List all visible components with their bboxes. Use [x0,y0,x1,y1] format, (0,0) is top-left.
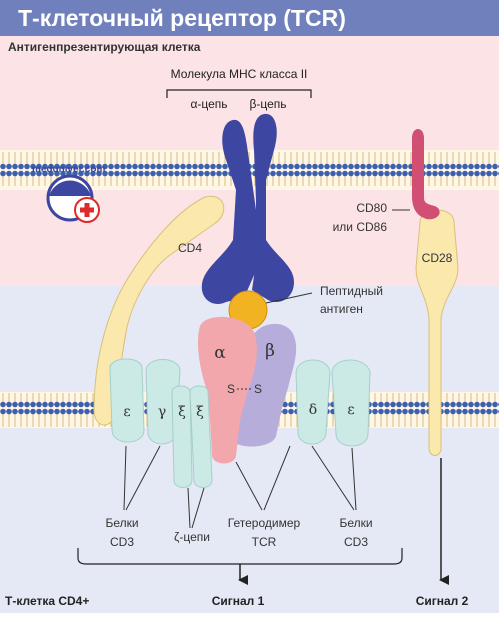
mhc-label: Молекула МНС класса II [171,67,308,81]
peptide-label-2: антиген [320,302,363,316]
signal2-label: Сигнал 2 [416,594,469,608]
mhc-bracket [166,89,312,98]
disulfide-s-right: S [254,382,262,396]
zeta-chain-2 [189,385,213,488]
cd3-right-label-2: CD3 [344,535,368,549]
cd3-epsilon-right [331,359,371,447]
cd3-delta [295,359,331,445]
cd3-right-label-1: Белки [339,516,372,530]
apc-label: Антигенпрезентирующая клетка [8,40,201,54]
tcell-label: Т-клетка CD4+ [5,594,89,608]
mhc-beta-chain [252,113,294,302]
peptide-leader [265,292,313,304]
peptide-label-1: Пептидный [320,284,383,298]
zeta-chain-1 [171,385,193,488]
cd3-left-label-1: Белки [105,516,138,530]
watermark-logo [46,174,100,223]
mhc-alpha-chain [201,119,261,304]
title-bar [0,0,499,36]
tcr-beta-label: β [265,341,275,361]
cd80-molecule [412,129,440,220]
cd3-left-label-2: CD3 [110,535,134,549]
cd4-label: CD4 [178,241,202,255]
bottom-leaders [123,445,357,529]
beta-chain-label: β-цепь [249,97,286,111]
tcr-beta [228,323,297,447]
zeta-chains-label: ζ-цепи [174,530,210,544]
epsilon-left-label: ε [123,404,130,420]
tcr-heterodimer-label-2: TCR [252,535,277,549]
alpha-chain-label: α-цепь [190,97,227,111]
tcr-alpha-label: α [214,343,226,363]
cd28-molecule [415,209,459,456]
cd28-label: CD28 [422,251,453,265]
cd80-label-2: или CD86 [333,220,388,234]
gamma-label: γ [158,404,166,420]
zeta-label-1: ξ [178,404,186,420]
cd3-epsilon-left [109,358,145,443]
epsilon-right-label: ε [347,402,354,418]
zeta-label-2: ξ [196,404,204,420]
tcr-heterodimer-label-1: Гетеродимер [228,516,301,530]
signal1-label: Сигнал 1 [212,594,265,608]
page-title: Т-клеточный рецептор (TCR) [18,5,346,31]
watermark-text: meduniver.com [32,164,105,175]
disulfide-s-left: S [227,382,235,396]
delta-label: δ [309,402,317,418]
cd80-label-1: CD80 [356,201,387,215]
tcr-alpha [198,316,257,464]
